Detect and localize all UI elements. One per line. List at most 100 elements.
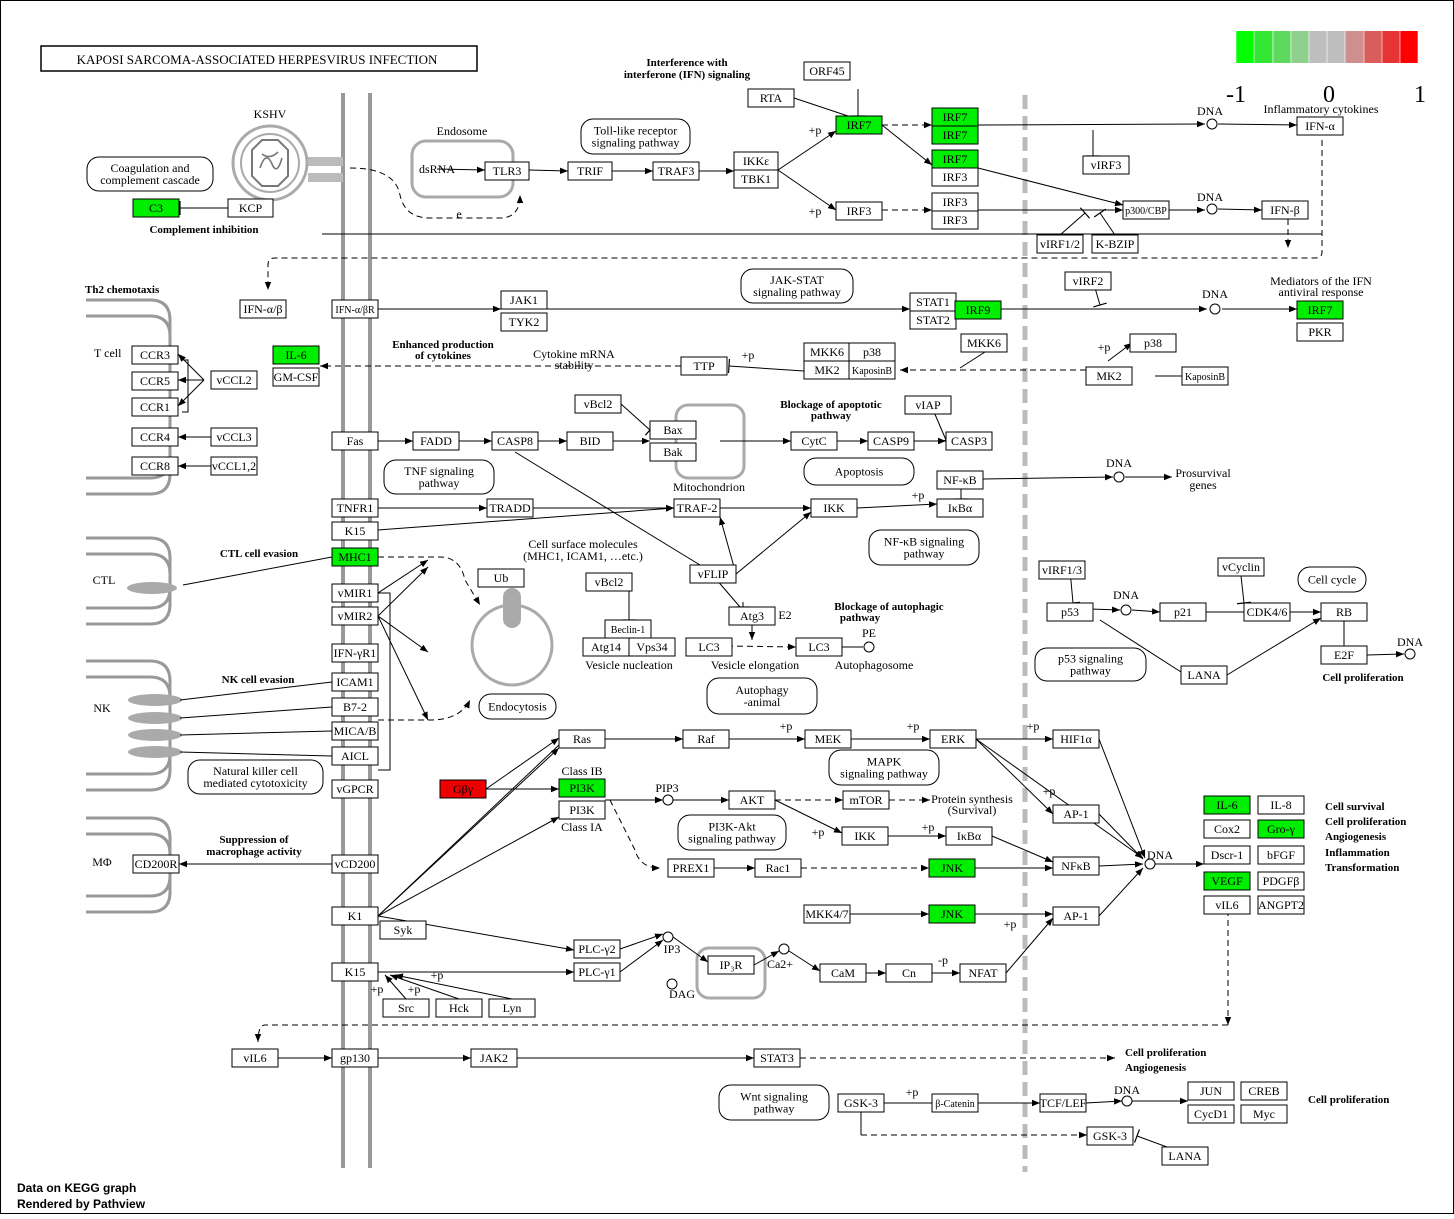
- gene-label: vIRF2: [1073, 274, 1104, 288]
- pathway-box: [706, 677, 818, 715]
- pathway-link-cell-cycle[interactable]: Cell cycle: [1297, 566, 1367, 593]
- gene-label: CASP9: [873, 434, 909, 448]
- interaction-edge: [735, 511, 812, 575]
- pathway-box: [187, 759, 324, 795]
- interaction-edge: [856, 501, 938, 509]
- gene-label: JNK: [941, 907, 963, 921]
- gene-box: [331, 431, 379, 451]
- gene-box: [842, 790, 890, 810]
- gene-label: LC3: [698, 640, 719, 654]
- interaction-edge: [1099, 212, 1116, 236]
- gene-node-vbcl2: vBcl2: [585, 572, 633, 592]
- gene-label: mTOR: [849, 793, 882, 807]
- legend-swatch: [1327, 31, 1346, 63]
- gene-box: [1203, 871, 1251, 891]
- gene-node-vccl1-2: vCCL1,2: [210, 456, 258, 476]
- interaction-edge: [977, 167, 1124, 207]
- gene-label: gp130: [340, 1051, 370, 1065]
- gene-box: [1122, 200, 1170, 220]
- gene-node-vccl3: vCCL3: [210, 427, 258, 447]
- gene-node-cam: CaM: [819, 963, 867, 983]
- gene-label: PLC-γ1: [578, 965, 615, 979]
- interaction-edge: [977, 120, 1206, 128]
- phosphorylation-mark: +p: [809, 123, 822, 137]
- label-pathway: pathway: [811, 410, 852, 422]
- gene-node-ras: Ras: [558, 729, 606, 749]
- pathway-link-apoptosis[interactable]: Apoptosis: [803, 457, 915, 486]
- gene-box: [1187, 1081, 1235, 1101]
- gene-node-tbk1: TBK1: [733, 169, 779, 189]
- gene-node-ifn-r1: IFN-γR1: [331, 643, 379, 663]
- label-blockage-of-apoptotic: Blockage of apoptotic: [780, 399, 882, 411]
- gene-label: IκBα: [957, 829, 982, 843]
- pathway-link-endocytosis[interactable]: Endocytosis: [478, 693, 557, 720]
- phosphorylation-mark: +p: [809, 204, 822, 218]
- kshv-glycoprotein: [308, 157, 343, 166]
- gene-label: HIF1α: [1060, 732, 1092, 746]
- gene-node-ifn-r: IFN-α/βR: [331, 299, 379, 319]
- legend-swatch: [1272, 31, 1291, 63]
- gene-box: [909, 310, 957, 330]
- gene-node-myc: Myc: [1240, 1104, 1288, 1124]
- gene-label: CD200R: [135, 857, 178, 871]
- gene-node-vccl2: vCCL2: [210, 370, 258, 390]
- pathway-link-autophagy[interactable]: Autophagy-animal: [706, 677, 818, 715]
- gene-node-e2f: E2F: [1320, 645, 1368, 665]
- gene-node-tlr3: TLR3: [484, 161, 530, 181]
- nk-receptor: [128, 694, 182, 706]
- gene-label: vMIR2: [338, 609, 373, 623]
- interaction-edge: [620, 403, 651, 431]
- gene-node-prex1: PREX1: [667, 858, 715, 878]
- interaction-edge: [377, 615, 429, 653]
- gene-box: [904, 395, 952, 415]
- gene-label: VEGF: [1211, 874, 1243, 888]
- gene-label: Dscr-1: [1211, 848, 1243, 862]
- gene-node-plc-2: PLC-γ2: [573, 939, 621, 959]
- gene-node-trif: TRIF: [567, 161, 613, 181]
- gene-node-vmir2: vMIR2: [331, 606, 379, 626]
- gene-label: IRF9: [966, 303, 991, 317]
- gene-node-casp8: CASP8: [491, 431, 539, 451]
- interaction-edge: [619, 933, 664, 950]
- gene-label: IRF3: [943, 213, 968, 227]
- gene-label: ORF45: [809, 64, 844, 78]
- gene-label: CCR1: [140, 400, 170, 414]
- gene-label: TNFR1: [337, 501, 374, 515]
- gene-node-jak1: JAK1: [500, 290, 548, 310]
- gene-node-hck: Hck: [435, 998, 483, 1018]
- gene-box: [585, 572, 633, 592]
- gene-box: [1296, 300, 1344, 320]
- pathway-label: MAPK: [867, 755, 902, 769]
- gene-label: PI3K: [569, 781, 595, 795]
- interaction-edge: [982, 473, 1114, 481]
- gene-box: [567, 161, 613, 181]
- gene-box: [1064, 271, 1112, 291]
- gene-box: [733, 169, 779, 189]
- gene-label: KCP: [239, 201, 263, 215]
- gene-node-mkk6: MKK6: [803, 342, 851, 362]
- gene-box: [331, 721, 379, 741]
- gene-label: IRF3: [847, 204, 872, 218]
- gene-node-bax: Bax: [649, 420, 697, 440]
- gene-node-nfat: NFAT: [959, 963, 1007, 983]
- gene-node-ifn: IFN-α/β: [239, 299, 287, 319]
- gene-box: [573, 962, 621, 982]
- gene-box: [331, 1048, 379, 1068]
- gene-node-kaposinb: KaposinB: [1181, 366, 1229, 386]
- pathway-label: signaling pathway: [688, 832, 776, 846]
- gene-node-k1: K1: [331, 906, 379, 926]
- gene-label: NFAT: [968, 966, 998, 980]
- pathway-label: Cell cycle: [1308, 573, 1356, 587]
- small-molecule-circle: [1404, 648, 1416, 660]
- gene-label: JAK2: [480, 1051, 508, 1065]
